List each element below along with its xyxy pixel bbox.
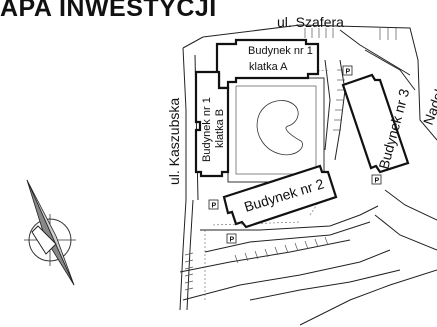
building-2 (222, 164, 338, 229)
compass-icon (24, 179, 76, 286)
building-1b (194, 70, 230, 178)
svg-text:P: P (212, 203, 217, 210)
parking-marker: P (371, 174, 382, 185)
parking-markers: P P P P (208, 65, 382, 244)
parking-marker: P (226, 233, 237, 244)
street-label-nadobna: Nadobna (420, 68, 437, 127)
svg-text:P: P (230, 237, 235, 244)
building-1a-label-line1: Budynek nr 1 (248, 45, 313, 57)
parking-marker: P (342, 65, 353, 76)
building-1b-label-line2: klatka B (214, 109, 226, 148)
parking-marker: P (208, 199, 219, 210)
parking-strips (184, 28, 397, 291)
street-label-szafera: ul. Szafera (277, 14, 344, 30)
site-outline (179, 24, 437, 326)
building-3 (341, 73, 410, 174)
courtyard (227, 77, 325, 183)
street-label-kaszubska: ul. Kaszubska (166, 98, 182, 185)
building-1a-label-line2: klatka A (249, 61, 288, 73)
building-1b-label-line1: Budynek nr 1 (201, 97, 213, 162)
svg-text:P: P (375, 178, 380, 185)
svg-text:P: P (346, 69, 351, 76)
map-title: APA INWESTYCJI (0, 0, 217, 22)
